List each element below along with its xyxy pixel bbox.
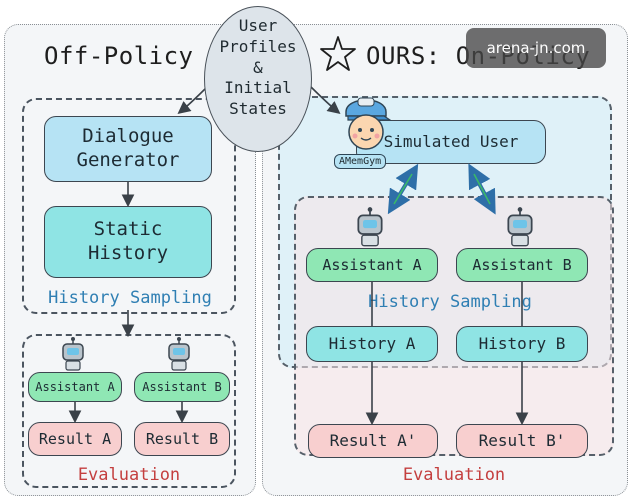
robot-icon-left-b: [168, 337, 190, 371]
simulated-user-node: Simulated User: [356, 120, 546, 164]
evaluation-label-right: Evaluation: [402, 465, 506, 485]
user-profiles-ellipse: [204, 6, 312, 152]
assistant-a-node-left: Assistant A: [28, 372, 122, 402]
history-a-node: History A: [306, 326, 438, 362]
assistant-a-node-right: Assistant A: [306, 248, 438, 282]
assistant-b-node-right: Assistant B: [456, 248, 588, 282]
dialogue-generator-node: Dialogue Generator: [44, 116, 212, 182]
history-b-node: History B: [456, 326, 588, 362]
static-history-node: Static History: [44, 206, 212, 278]
result-a-node-right: Result A': [308, 424, 438, 458]
robot-icon-right-a: [357, 207, 383, 247]
evaluation-label-left: Evaluation: [77, 465, 181, 485]
history-sampling-label-left: History Sampling: [48, 288, 212, 308]
robot-icon-left-a: [62, 337, 84, 371]
interaction-arrow-a-highlight: [393, 173, 413, 205]
amemgym-badge: AMemGym: [334, 154, 387, 169]
off-policy-title: Off-Policy: [44, 42, 194, 70]
result-b-node-left: Result B: [134, 422, 230, 456]
simulated-user-avatar: [345, 97, 392, 150]
watermark-badge: arena-jn.com: [466, 28, 606, 68]
history-sampling-label-right: History Sampling: [368, 292, 532, 312]
interaction-arrow-b-highlight: [473, 173, 491, 205]
history-sampling-region-left: [22, 98, 236, 314]
robot-icon-right-b: [507, 207, 533, 247]
result-a-node-left: Result A: [28, 422, 122, 456]
sparkle-star-icon: [320, 36, 356, 71]
user-profiles-label: User Profiles & Initial States: [219, 16, 297, 119]
assistant-b-node-left: Assistant B: [134, 372, 230, 402]
